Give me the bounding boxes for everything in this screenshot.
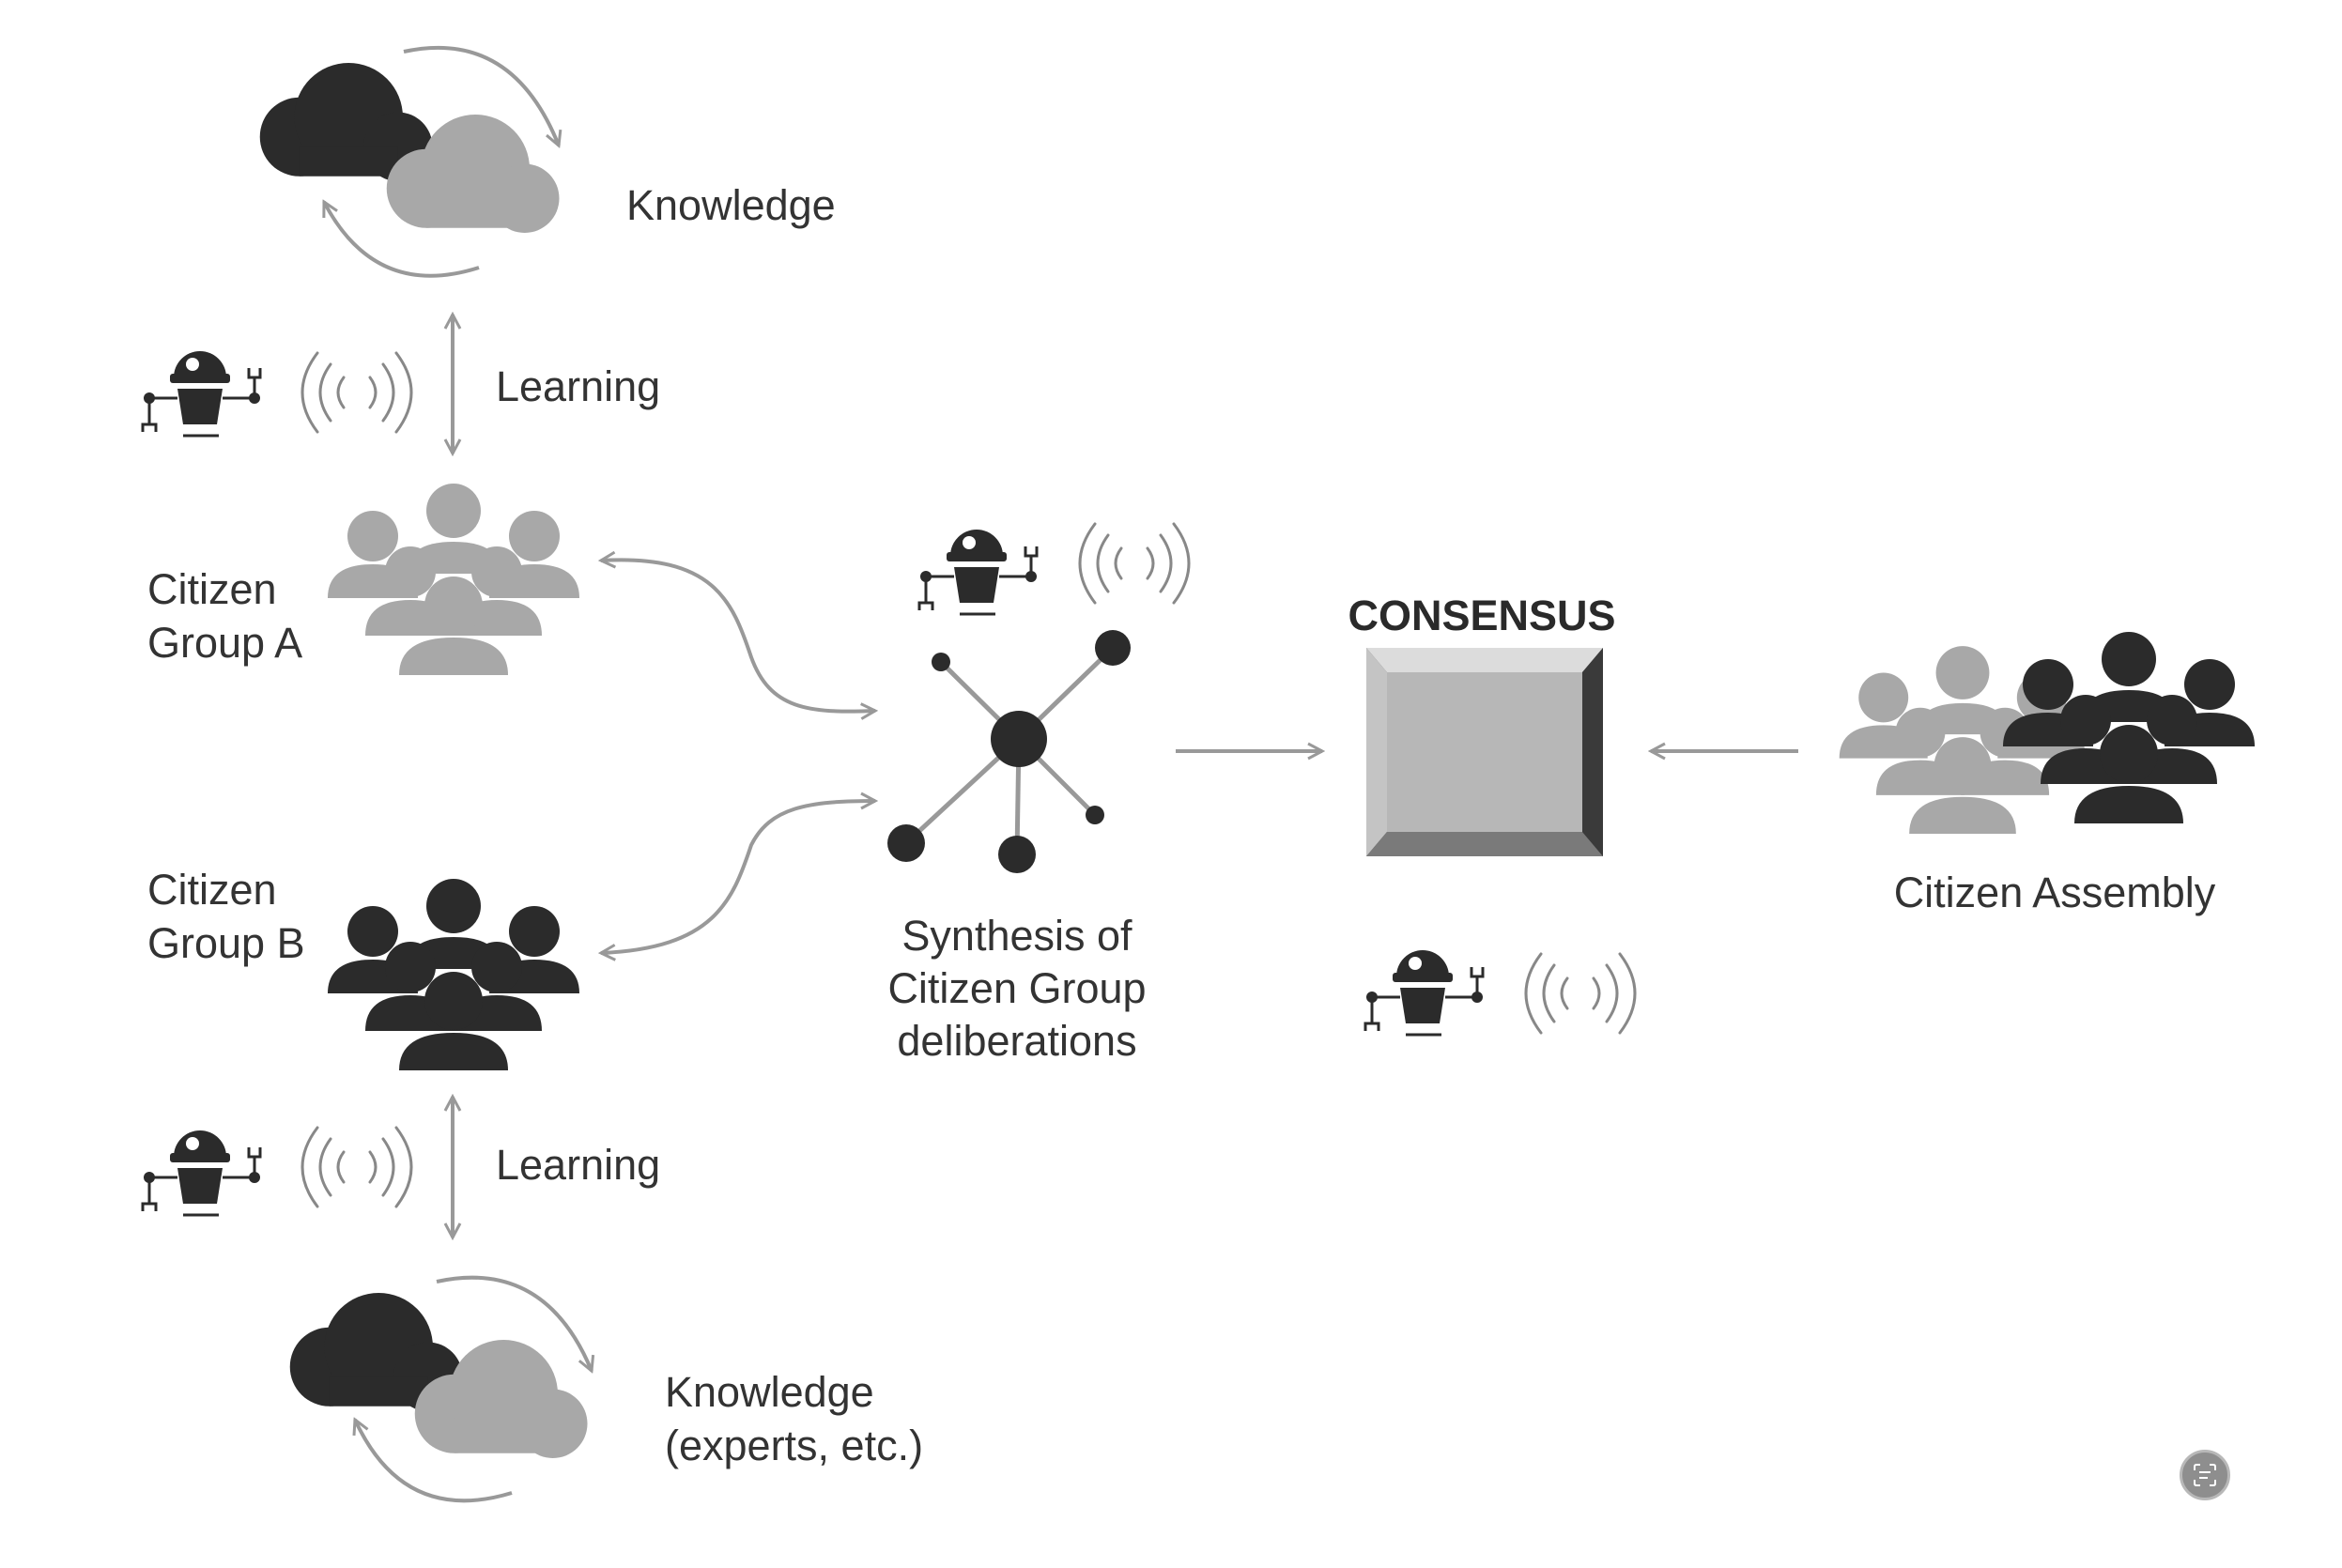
- robot-icon: [141, 1129, 262, 1217]
- group-b-label-line1: Citizen: [147, 866, 277, 914]
- people-group-icon: [328, 484, 579, 675]
- group-b-synthesis-arrow: [601, 801, 875, 953]
- lens-button[interactable]: [2180, 1450, 2230, 1500]
- knowledge-bottom-cloud-icon: [289, 1275, 592, 1503]
- lens-icon: [2194, 1464, 2216, 1486]
- robot-icon: [1364, 948, 1485, 1037]
- people-group-icon: [328, 879, 579, 1070]
- knowledge-bottom-label-line2: (experts, etc.): [665, 1422, 923, 1469]
- signal-waves-icon: [300, 1126, 413, 1208]
- group-a-label-line2: Group A: [147, 619, 302, 667]
- learning-bottom-label: Learning: [496, 1141, 660, 1189]
- synthesis-label-line3: deliberations: [897, 1017, 1136, 1065]
- learning-top-label: Learning: [496, 362, 660, 410]
- knowledge-top-cloud-icon: [259, 45, 560, 278]
- consensus-label: CONSENSUS: [1348, 592, 1615, 639]
- robot-icon: [141, 349, 262, 438]
- group-a-synthesis-arrow: [601, 560, 875, 711]
- consensus-box-icon: [1366, 648, 1603, 856]
- synthesis-label-line1: Synthesis of: [901, 912, 1132, 960]
- network-hub-icon: [887, 630, 1131, 873]
- synthesis-label-line2: Citizen Group: [887, 964, 1146, 1012]
- knowledge-bottom-label-line1: Knowledge: [665, 1368, 874, 1416]
- robot-icon: [917, 528, 1039, 616]
- group-b-label-line2: Group B: [147, 919, 305, 967]
- assembly-label: Citizen Assembly: [1894, 869, 2216, 916]
- signal-waves-icon: [1078, 522, 1191, 605]
- signal-waves-icon: [1524, 952, 1637, 1035]
- knowledge-top-label: Knowledge: [626, 181, 836, 229]
- signal-waves-icon: [300, 351, 413, 434]
- group-a-label-line1: Citizen: [147, 565, 277, 613]
